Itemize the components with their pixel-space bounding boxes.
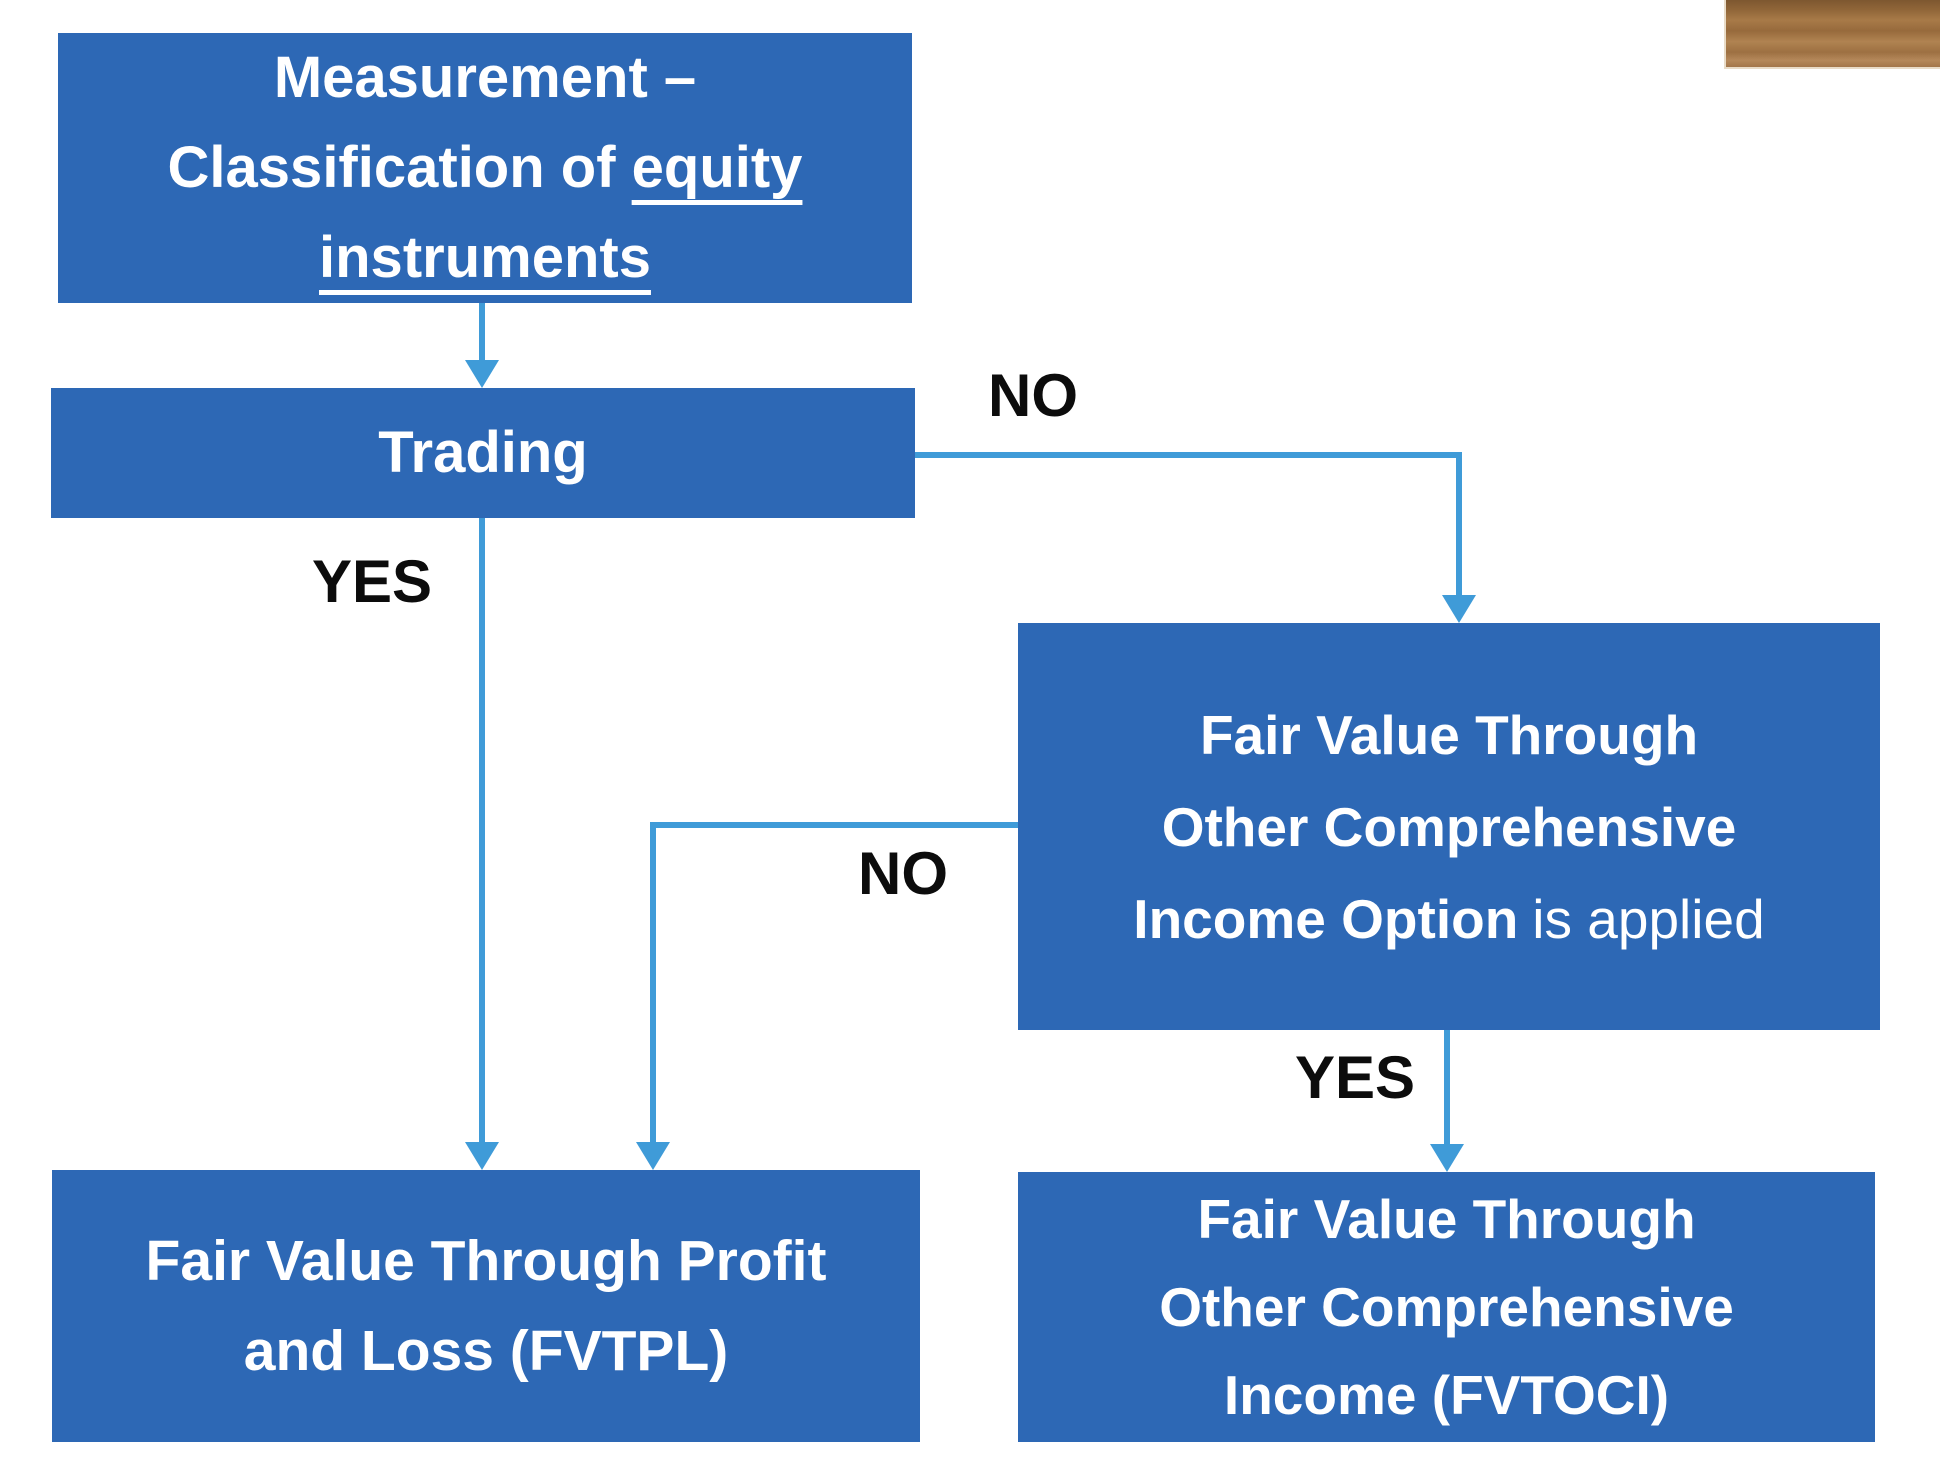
fvtoci-line-2: Other Comprehensive bbox=[1159, 1276, 1734, 1338]
arrow-down-icon bbox=[465, 360, 499, 388]
arrow-down-icon bbox=[1442, 595, 1476, 623]
fvtoci-line-3: Income (FVTOCI) bbox=[1223, 1364, 1670, 1426]
node-measurement-classification: Measurement – Classification of equity i… bbox=[58, 33, 912, 303]
connector-title-to-trading-line bbox=[479, 303, 485, 363]
fvtoci-line-1: Fair Value Through bbox=[1197, 1188, 1696, 1250]
fvoci-option-line-2: Other Comprehensive bbox=[1161, 795, 1737, 858]
label-yes-fvoci-option: YES bbox=[1295, 1044, 1416, 1111]
label-yes-trading: YES bbox=[312, 548, 433, 615]
node-fvtpl: Fair Value Through Profit and Loss (FVTP… bbox=[52, 1170, 920, 1442]
wood-texture-photo bbox=[1724, 0, 1940, 69]
node-trading: Trading bbox=[51, 388, 915, 518]
arrow-down-icon bbox=[1430, 1144, 1464, 1172]
connector-trading-no-horizontal bbox=[915, 452, 1462, 458]
title-line-3-underlined: instruments bbox=[319, 225, 651, 290]
title-line-2: Classification of equity bbox=[168, 123, 803, 213]
trading-label: Trading bbox=[378, 420, 588, 485]
label-no-trading: NO bbox=[988, 362, 1078, 429]
arrow-down-icon bbox=[465, 1142, 499, 1170]
node-fvoci-option: Fair Value Through Other Comprehensive I… bbox=[1018, 623, 1880, 1030]
arrow-down-icon bbox=[636, 1142, 670, 1170]
fvoci-option-line-3-bold: Income Option bbox=[1133, 887, 1519, 950]
connector-trading-yes-vertical bbox=[479, 518, 485, 1142]
connector-fvoci-no-vertical bbox=[650, 822, 656, 1142]
fvtpl-line-2: and Loss (FVTPL) bbox=[243, 1319, 729, 1383]
fvoci-option-line-3-regular: is applied bbox=[1532, 887, 1765, 950]
connector-trading-no-vertical bbox=[1456, 452, 1462, 595]
title-line-2-underlined: equity bbox=[631, 135, 803, 200]
title-line-2-prefix: Classification of bbox=[167, 135, 632, 200]
connector-fvoci-no-horizontal bbox=[650, 822, 1018, 828]
label-no-fvoci-option: NO bbox=[858, 840, 948, 907]
node-fvtoci: Fair Value Through Other Comprehensive I… bbox=[1018, 1172, 1875, 1442]
title-line-1: Measurement – bbox=[273, 45, 697, 110]
fvtpl-line-1: Fair Value Through Profit bbox=[145, 1229, 827, 1293]
fvoci-option-line-1: Fair Value Through bbox=[1199, 703, 1699, 766]
connector-fvoci-yes-vertical bbox=[1444, 1030, 1450, 1146]
